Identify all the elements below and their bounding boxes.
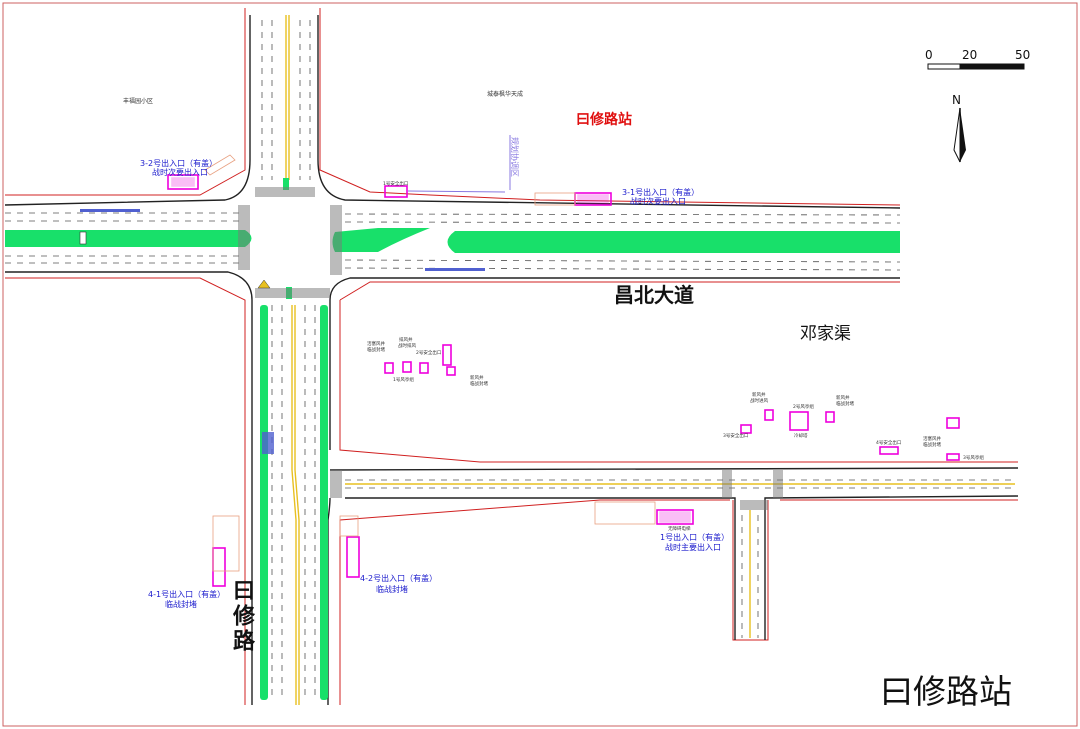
- median-south-east: [320, 305, 328, 700]
- label-safety3: 3号安全出口: [723, 432, 748, 439]
- signal-n: [283, 178, 289, 190]
- green-medians: [5, 178, 900, 700]
- label-safety4: 4号安全出口: [876, 439, 901, 446]
- hatched-areas: [204, 154, 656, 572]
- crosswalks: [238, 187, 783, 510]
- label-new-air: 新风井: [470, 374, 484, 381]
- label-piston-f2: 临战封堵: [923, 441, 941, 448]
- scale-bar: [927, 63, 1025, 70]
- center-lines: [285, 15, 1015, 705]
- community-n: 城泰枫华天成: [487, 90, 523, 98]
- village-name: 邓家渠: [800, 324, 851, 344]
- station-label-top: 曰修路站: [576, 111, 632, 128]
- label-fresh-air2: 2号风亭组: [793, 403, 814, 410]
- road-outlines: [4, 15, 1019, 705]
- planned-zone-lines: [407, 135, 511, 193]
- scale-tick-20: 20: [962, 48, 977, 62]
- blue-markings: [80, 209, 485, 454]
- warning-triangle: [257, 279, 271, 289]
- median-west: [5, 230, 252, 247]
- entrance-1-line2: 战时主要出入口: [665, 542, 721, 552]
- label-fresh-air1: 1号风亭组: [393, 376, 414, 383]
- entrance-3-2-line2: 战时次要出入口: [152, 167, 208, 177]
- entrance-3-1-line1: 3-1号出入口（有盖）: [622, 187, 699, 197]
- page-title: 曰修路站: [880, 672, 1012, 711]
- median-east: [447, 231, 900, 253]
- label-fresh-air3: 3号风亭组: [963, 454, 984, 461]
- label-exhaust-a2: 临战封堵: [367, 346, 385, 353]
- planned-zone-label: 规划协调区: [510, 137, 520, 177]
- north-label: N: [952, 93, 961, 107]
- lane-markings: [5, 20, 1015, 700]
- label-exhaust-b2: 战时排风: [398, 342, 416, 349]
- north-arrow-icon: [953, 107, 966, 163]
- label-exhaust-a: 活塞风井: [367, 340, 385, 347]
- median-east-short: [332, 228, 430, 252]
- entrance-4-2-line2: 临战封堵: [376, 584, 408, 594]
- entrance-4-2-box: [346, 536, 360, 578]
- entrance-3-2-line1: 3-2号出入口（有盖）: [140, 158, 217, 168]
- median-south-west: [260, 305, 268, 700]
- label-piston-e2: 临战封堵: [836, 400, 854, 407]
- label-new-air-e2: 战时进风: [750, 397, 768, 404]
- label-safety2: 2号安全出口: [416, 349, 441, 356]
- entrance-3-2-box: [167, 174, 199, 190]
- entrance-1-box: [656, 509, 694, 525]
- road-name-cross: 曰修路: [232, 579, 256, 655]
- entrance-4-1-line2: 临战封堵: [165, 599, 197, 609]
- road-name-main: 昌北大道: [614, 283, 694, 307]
- entrance-4-1-box: [212, 547, 226, 587]
- entrance-1-line1: 1号出入口（有盖）: [660, 532, 729, 542]
- scale-tick-50: 50: [1015, 48, 1030, 62]
- entrance-3-1-line2: 战时次要出入口: [630, 196, 686, 206]
- community-nw: 丰福园小区: [123, 97, 153, 105]
- median-divider: [79, 231, 87, 245]
- label-piston-f: 活塞风井: [923, 435, 941, 442]
- label-barrier-free: 无障碍电梯: [668, 525, 691, 532]
- label-new-air-e: 新风井: [752, 391, 766, 398]
- scale-tick-0: 0: [925, 48, 933, 62]
- entrance-4-2-line1: 4-2号出入口（有盖）: [360, 573, 437, 583]
- entrance-4-1-line1: 4-1号出入口（有盖）: [148, 589, 225, 599]
- label-safety1: 1号安全出口: [383, 180, 408, 187]
- label-piston-e: 新风井: [836, 394, 850, 401]
- label-exhaust-b: 排风井: [399, 336, 413, 343]
- label-new-air2: 临战封堵: [470, 380, 488, 387]
- label-cooling: 冷却塔: [794, 432, 808, 439]
- road-edge-lines: [5, 8, 1018, 705]
- safety-1-box: [384, 185, 408, 198]
- station-structures: [167, 174, 960, 587]
